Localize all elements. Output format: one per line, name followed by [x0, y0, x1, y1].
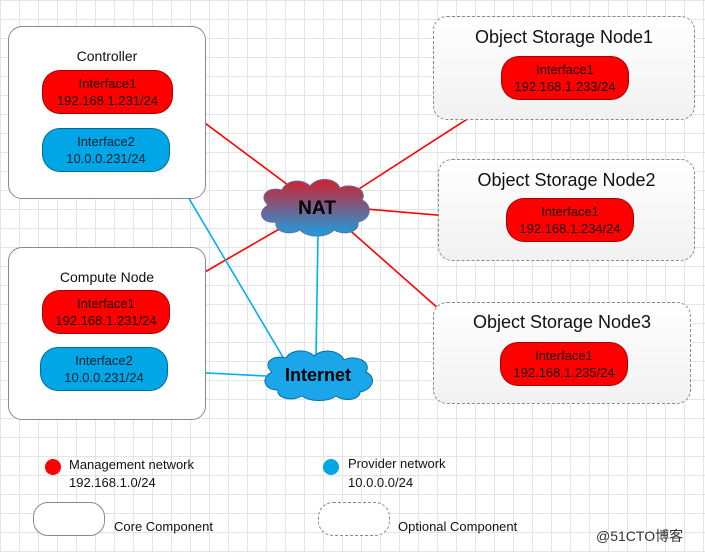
link-nat-internet	[315, 231, 319, 359]
interface-ip: 192.168.1.235/24	[513, 365, 615, 380]
controller-interface2[interactable]: Interface2 10.0.0.231/24	[42, 128, 170, 172]
optional-component-swatch	[318, 502, 390, 536]
interface-ip: 192.168.1.231/24	[56, 93, 159, 108]
interface-ip: 10.0.0.231/24	[66, 151, 146, 166]
interface-name: Interface2	[75, 353, 133, 368]
storage3-interface1[interactable]: Interface1 192.168.1.235/24	[500, 342, 628, 386]
interface-name: Interface1	[77, 296, 135, 311]
provider-network-label: Provider network	[348, 456, 446, 471]
provider-network-dot	[323, 459, 339, 475]
storage2-interface1[interactable]: Interface1 192.168.1.234/24	[506, 198, 634, 242]
core-component-swatch	[33, 502, 105, 536]
compute-node-title: Compute Node	[59, 269, 155, 285]
management-network-dot	[45, 459, 61, 475]
internet-label: Internet	[284, 365, 351, 385]
controller-title: Controller	[76, 48, 138, 64]
storage1-interface1[interactable]: Interface1 192.168.1.233/24	[501, 56, 629, 100]
interface-ip: 192.168.1.231/24	[55, 313, 157, 328]
optional-component-label: Optional Component	[398, 519, 518, 534]
interface-name: Interface1	[536, 62, 594, 77]
provider-network-subnet: 10.0.0.0/24	[348, 475, 414, 490]
nat-label: NAT	[298, 198, 336, 219]
management-network-subnet: 192.168.1.0/24	[69, 475, 156, 490]
interface-name: Interface2	[77, 134, 135, 149]
interface-name: Interface1	[535, 348, 593, 363]
interface-ip: 192.168.1.233/24	[514, 79, 616, 94]
interface-ip: 192.168.1.234/24	[519, 221, 621, 236]
watermark: @51CTO博客	[596, 528, 684, 544]
object-storage-node2-title: Object Storage Node2	[477, 170, 656, 190]
interface-ip: 10.0.0.231/24	[64, 370, 144, 385]
management-network-label: Management network	[69, 457, 195, 472]
interface-name: Interface1	[541, 204, 599, 219]
compute-interface1[interactable]: Interface1 192.168.1.231/24	[42, 290, 170, 334]
object-storage-node3-title: Object Storage Node3	[472, 312, 652, 332]
core-component-label: Core Component	[114, 519, 213, 534]
internet-cloud	[264, 350, 374, 401]
interface-name: Interface1	[78, 76, 137, 91]
nat-cloud	[261, 179, 370, 237]
controller-interface1[interactable]: Interface1 192.168.1.231/24	[42, 70, 173, 114]
compute-interface2[interactable]: Interface2 10.0.0.231/24	[40, 347, 168, 391]
object-storage-node1-title: Object Storage Node1	[474, 27, 654, 47]
